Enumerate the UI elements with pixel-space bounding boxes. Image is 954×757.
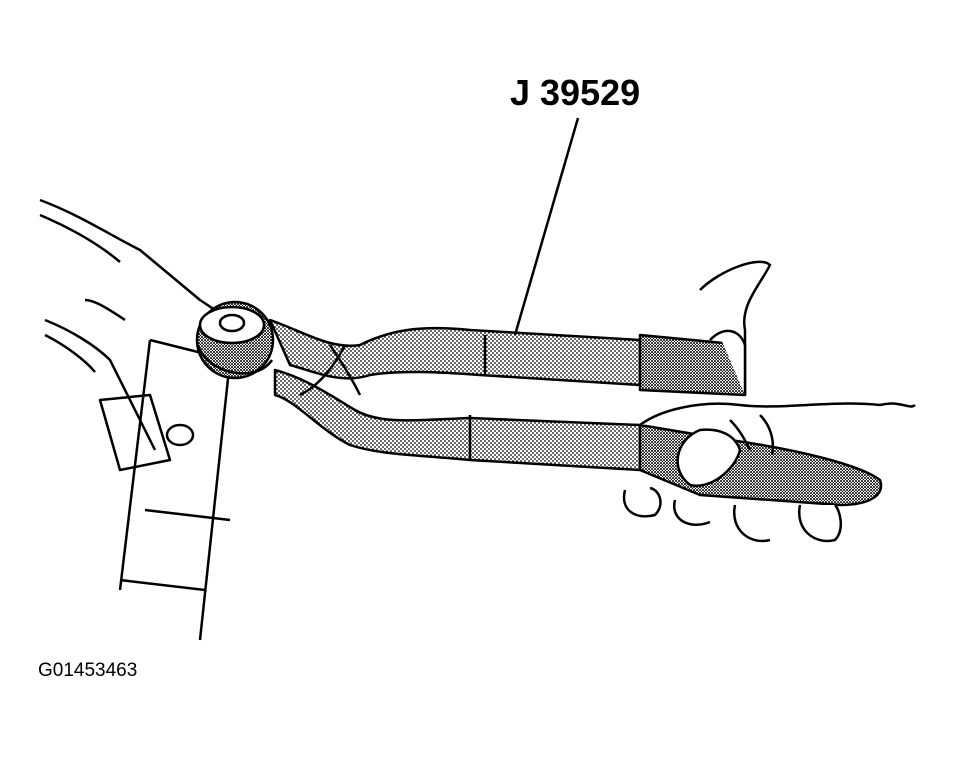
tool-jaw — [299, 344, 362, 397]
bushing — [195, 300, 275, 380]
panel-hole — [165, 423, 195, 447]
figure-id: G01453463 — [38, 660, 138, 681]
vehicle-panel — [39, 198, 232, 641]
tool-callout-label: J 39529 — [510, 72, 641, 113]
callout-leader-line — [513, 117, 580, 336]
hand — [622, 260, 916, 543]
tool-upper-handle — [268, 318, 747, 397]
tool-lower-handle — [273, 368, 883, 507]
